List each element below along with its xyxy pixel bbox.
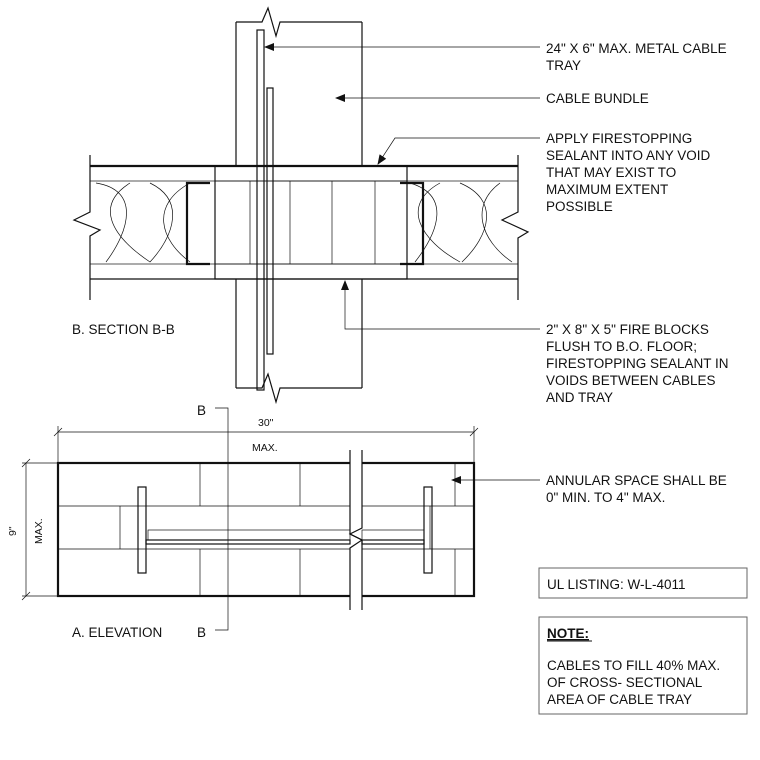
callout-cable-bundle: CABLE BUNDLE [546,91,649,106]
section-title: B. SECTION B-B [72,322,175,337]
opening-outline [56,461,476,598]
svg-text:APPLY FIRESTOPPING SEALA: APPLY FIRESTOPPING SEALANT INTO ANY VOID… [546,131,714,214]
cables [147,529,351,541]
callout-fire-blocks: 2" X 8" X 5" FIRE BLOCKS FLUSH TO B.O. F… [546,322,732,405]
cable-tray [256,29,265,391]
elevation-title: A. ELEVATION [72,625,162,640]
floor-break-right [500,155,530,300]
section-mark-bottom: B [197,625,206,640]
insulation-left [95,182,191,263]
joist-right [400,181,425,266]
fire-blocks [214,165,408,280]
ul-listing-box [538,567,748,599]
svg-text:ANNULAR SPACE SHALL BE 0: ANNULAR SPACE SHALL BE 0" MIN. TO 4" MAX… [546,473,731,505]
svg-text:2" X 8" X 5" FIRE BLOCKS: 2" X 8" X 5" FIRE BLOCKS FLUSH TO B.O. F… [546,322,732,405]
tray-rail-left [137,486,147,574]
callout-sealant: APPLY FIRESTOPPING SEALANT INTO ANY VOID… [546,131,714,214]
section-mark-top: B [197,403,206,418]
floor-bottom-deck [89,263,519,280]
height-dimension-note: MAX. [33,518,45,544]
height-dimension-value: 9" [7,526,19,536]
section-cut-line [215,407,229,631]
note-box [538,616,748,715]
ul-listing: UL LISTING: W-L-4011 [547,577,686,592]
leaders [264,43,540,484]
note-body: CABLES TO FILL 40% MAX. OF CROSS- SECTIO… [547,658,724,707]
section-b-b [72,6,530,631]
note-heading: NOTE: [547,626,589,641]
floor-top-deck [89,165,519,182]
width-dimension-value: 30" [258,417,274,429]
svg-text:CABLE BUNDLE: CABLE BUNDLE [546,91,649,106]
joist-left [185,181,210,266]
tray-rail-right [423,486,433,574]
elevation [21,426,479,610]
break-bottom [236,372,362,405]
break-top [236,6,362,39]
callout-annular-space: ANNULAR SPACE SHALL BE 0" MIN. TO 4" MAX… [546,473,731,505]
floor-break-left [72,155,102,300]
width-dimension-note: MAX. [252,442,278,454]
cable-bundle [266,87,274,355]
insulation-right [409,182,513,263]
